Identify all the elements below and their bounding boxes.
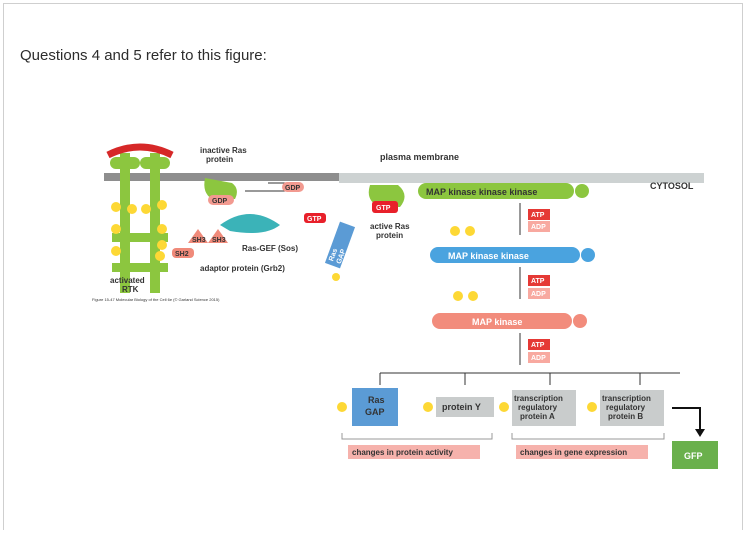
changes-activity-label: changes in protein activity (352, 448, 453, 457)
changes-expression-label: changes in gene expression (520, 448, 627, 457)
membrane-left (104, 173, 339, 181)
mapk-label: MAP kinase (472, 317, 522, 327)
adp-label-1: ADP (531, 224, 546, 231)
plasma-membrane-label: plasma membrane (380, 152, 459, 162)
content-frame (3, 3, 743, 530)
protein-y-label: protein Y (442, 402, 481, 412)
adaptor-label: adaptor protein (Grb2) (200, 264, 285, 273)
gdp-label-released: GDP (285, 185, 301, 192)
gfp-label: GFP (684, 451, 703, 461)
ras-gap-rotated: Ras GAP (324, 221, 356, 269)
activated-rtk (106, 143, 174, 293)
atp-label-2: ATP (531, 278, 545, 285)
atp-label-1: ATP (531, 212, 545, 219)
membrane-right (339, 173, 704, 183)
sh3-label-1: SH3 (192, 237, 206, 244)
receptor-phosphates (111, 200, 167, 261)
gtp-label-incoming: GTP (307, 216, 322, 223)
figure-caption: Figure 15-47 Molecular Biology of the Ce… (92, 297, 220, 302)
gdp-label-inactive: GDP (212, 198, 228, 205)
gtp-label-active: GTP (376, 205, 391, 212)
svg-text:GAP: GAP (336, 248, 348, 265)
atp-label-3: ATP (531, 342, 545, 349)
ras-gef-label: Ras-GEF (Sos) (242, 244, 298, 253)
question-text: Questions 4 and 5 refer to this figure: (20, 47, 267, 64)
mapkkk-label: MAP kinase kinase kinase (426, 187, 537, 197)
svg-text:Ras: Ras (328, 248, 339, 263)
mapkk-label: MAP kinase kinase (448, 251, 529, 261)
sh2-label: SH2 (175, 251, 189, 258)
adp-label-2: ADP (531, 291, 546, 298)
adp-label-3: ADP (531, 355, 546, 362)
sh3-label-2: SH3 (212, 237, 226, 244)
cytosol-label: CYTOSOL (650, 181, 694, 191)
